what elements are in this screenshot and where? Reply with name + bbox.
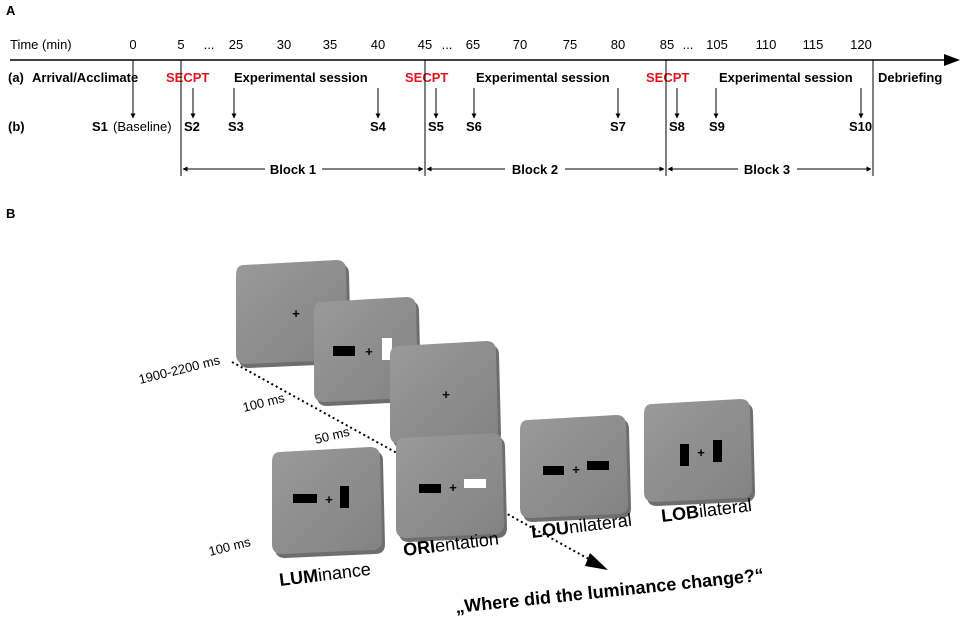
condition-abbrev: LOU [530,517,570,541]
tick-label: 45 [418,37,432,52]
sample-s9: S9 [709,119,725,134]
event-arrival: Arrival/Acclimate [32,70,138,85]
tick-label: ... [442,37,453,52]
condition-abbrev: LOB [660,501,700,525]
event-session-3: Experimental session [719,70,853,85]
sample-s8: S8 [669,119,685,134]
condition-screen-luminance: + [272,447,385,558]
bar-stimulus [713,440,722,462]
sample-s1: S1 [92,119,108,134]
tick-label: 65 [466,37,480,52]
tick-label: 110 [756,37,777,52]
event-debriefing: Debriefing [878,70,942,85]
bar-stimulus [340,486,349,508]
fixation-cross: + [449,480,457,495]
fixation-cross: + [697,445,705,460]
duration-label: 100 ms [241,390,286,415]
tick-label: 25 [229,37,243,52]
sample-s2: S2 [184,119,200,134]
tick-label: 115 [803,37,824,52]
tick-labels: 0 5 ... 25 30 35 40 45 ... 65 70 75 80 8… [129,37,871,52]
tick-label: 5 [177,37,184,52]
bar-stimulus [543,466,564,475]
duration-label: 50 ms [313,424,351,447]
bar-stimulus [464,479,486,488]
sample-s10: S10 [849,119,872,134]
tick-label: 0 [129,37,136,52]
sample-s1-note: (Baseline) [113,119,172,134]
sample-s3: S3 [228,119,244,134]
stimulus-screen-fixation-2: + [390,341,501,448]
sample-s4: S4 [370,119,387,134]
panel-b-label: B [6,206,15,221]
bar-stimulus [333,346,355,356]
condition-rest: inance [317,559,372,585]
event-session-1: Experimental session [234,70,368,85]
tick-label: ... [683,37,694,52]
condition-abbrev: LUM [278,565,319,590]
event-session-2: Experimental session [476,70,610,85]
event-secpt-1: SECPT [166,70,209,85]
fixation-cross: + [292,306,300,321]
tick-label: 40 [371,37,385,52]
fixation-cross: + [365,344,373,359]
fixation-cross: + [325,492,333,507]
tick-label: 35 [323,37,337,52]
tick-label: 30 [277,37,291,52]
block-3-label: Block 3 [744,162,790,177]
tick-label: 75 [563,37,577,52]
condition-screen-unilateral: + [520,415,631,522]
condition-screen-orientation: + [396,433,507,542]
bar-stimulus [293,494,317,503]
sample-arrows [130,60,864,119]
condition-label-luminance: LUMinance [278,559,372,590]
fixation-cross: + [572,462,580,477]
time-arrowhead [585,553,608,570]
tick-label: 85 [660,37,674,52]
time-axis-label: Time (min) [10,37,72,52]
condition-screen-bilateral: + [644,399,755,506]
sample-s5: S5 [428,119,444,134]
condition-abbrev: ORI [402,536,436,560]
sample-s6: S6 [466,119,482,134]
duration-label: 100 ms [207,534,252,559]
task-question: „Where did the luminance change?“ [454,565,764,617]
block-2-label: Block 2 [512,162,558,177]
tick-label: 70 [513,37,527,52]
event-secpt-2: SECPT [405,70,448,85]
sample-s7: S7 [610,119,626,134]
bar-stimulus [680,444,689,466]
timeline-arrowhead [944,54,960,66]
time-dotted-arrow [231,361,597,564]
fixation-cross: + [442,387,450,402]
block-1-label: Block 1 [270,162,316,177]
tick-label: 120 [850,37,872,52]
bar-stimulus [587,461,609,470]
row-a-label: (a) [8,70,24,85]
panel-a-label: A [6,3,16,18]
event-secpt-3: SECPT [646,70,689,85]
tick-label: ... [204,37,215,52]
tick-label: 105 [706,37,728,52]
bar-stimulus [382,338,392,360]
tick-label: 80 [611,37,625,52]
bar-stimulus [419,484,441,493]
duration-label: 1900-2200 ms [137,352,222,387]
row-b-label: (b) [8,119,25,134]
block-boundaries [180,60,874,176]
